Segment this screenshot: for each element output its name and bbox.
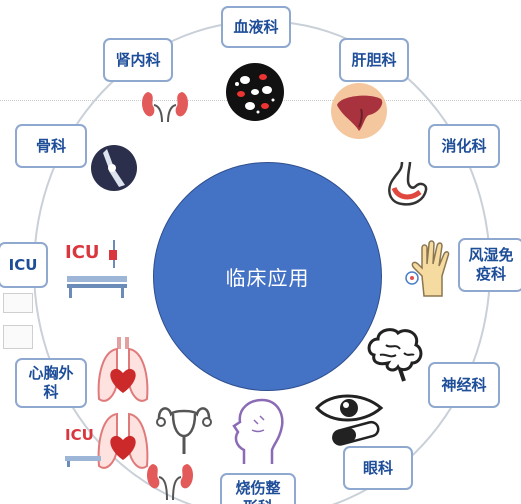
- svg-text:ICU: ICU: [65, 242, 100, 263]
- label-ophthalmology: 眼科: [343, 446, 413, 490]
- heart-lungs-icon: [93, 335, 153, 411]
- arthritis-hand-icon: [400, 240, 456, 298]
- label-text: 心胸外科: [28, 364, 74, 401]
- label-hematology: 血液科: [221, 6, 291, 48]
- blood-cells-icon: [225, 62, 285, 122]
- ghost-thumbnail: [3, 293, 33, 313]
- liver-icon: [331, 83, 387, 139]
- label-neurology: 神经科: [428, 362, 500, 408]
- label-burn-plastic: 烧伤整形科: [220, 473, 296, 504]
- eye-capsule-icon: [315, 390, 385, 446]
- label-icu: ICU: [0, 242, 48, 288]
- icu-bed-icon: ICU: [63, 236, 133, 304]
- label-text: ICU: [8, 255, 38, 274]
- label-text: 肝胆科: [351, 50, 397, 69]
- label-gastroenterology: 消化科: [428, 124, 500, 168]
- label-cardiothoracic: 心胸外科: [15, 358, 87, 408]
- label-orthopedics: 骨科: [15, 124, 87, 168]
- label-text: 血液科: [233, 17, 279, 36]
- uterus-icon: [155, 400, 213, 456]
- label-rheumatology: 风湿免疫科: [458, 238, 521, 292]
- center-circle: 临床应用: [153, 162, 382, 391]
- face-profile-icon: [230, 398, 286, 466]
- center-label: 临床应用: [225, 266, 310, 290]
- label-nephrology: 肾内科: [103, 38, 173, 82]
- label-text: 神经科: [441, 375, 487, 394]
- ghost-thumbnail: [3, 325, 33, 349]
- icu-bed-icon: ICU: [63, 422, 103, 468]
- label-text: 烧伤整形科: [235, 479, 281, 504]
- label-text: 消化科: [441, 136, 487, 155]
- brain-icon: [364, 325, 426, 383]
- kidney-icon: [140, 88, 190, 122]
- label-text: 肾内科: [115, 50, 161, 69]
- knee-joint-icon: [91, 145, 137, 191]
- label-hepatobiliary: 肝胆科: [339, 38, 409, 82]
- kidney-icon: [145, 460, 195, 500]
- svg-text:ICU: ICU: [65, 426, 94, 444]
- label-text: 风湿免疫科: [468, 246, 514, 283]
- label-text: 眼科: [362, 458, 393, 477]
- label-text: 骨科: [35, 136, 66, 155]
- stomach-icon: [380, 160, 432, 210]
- heart-lungs-icon: [93, 410, 153, 480]
